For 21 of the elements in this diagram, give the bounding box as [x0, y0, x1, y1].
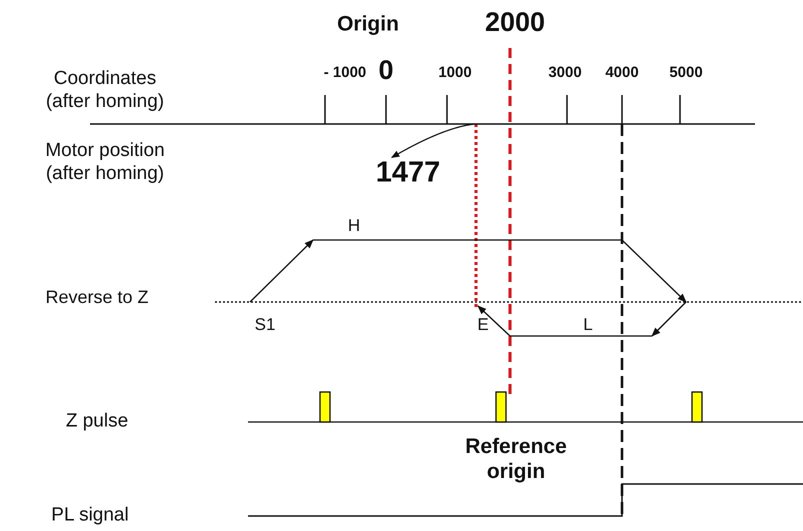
- coordinate-axis: [90, 95, 755, 125]
- point-label: S1: [254, 314, 276, 336]
- axis-value: 2000: [484, 6, 546, 38]
- tick-label: 3000: [548, 64, 582, 82]
- row-label: PL signal: [51, 504, 129, 528]
- segment-label: H: [348, 216, 360, 236]
- tick-label: 0: [378, 54, 394, 86]
- annotation: Reference origin: [464, 434, 568, 484]
- tick-label: 5000: [669, 64, 703, 82]
- value-label: 1477: [376, 156, 440, 190]
- tick-label: 4000: [605, 64, 639, 82]
- row-label: Motor position (after homing): [44, 140, 166, 186]
- leader-line: [391, 123, 474, 158]
- point-label: E: [477, 314, 489, 336]
- row-label: Reverse to Z: [45, 287, 149, 309]
- row-label: Coordinates (after homing): [44, 68, 166, 114]
- segment-label: L: [583, 314, 593, 336]
- tick-label: - 1000: [324, 64, 366, 82]
- row-label: Z pulse: [66, 410, 128, 434]
- axis-label: Origin: [337, 11, 399, 37]
- tick-label: 1000: [438, 64, 472, 82]
